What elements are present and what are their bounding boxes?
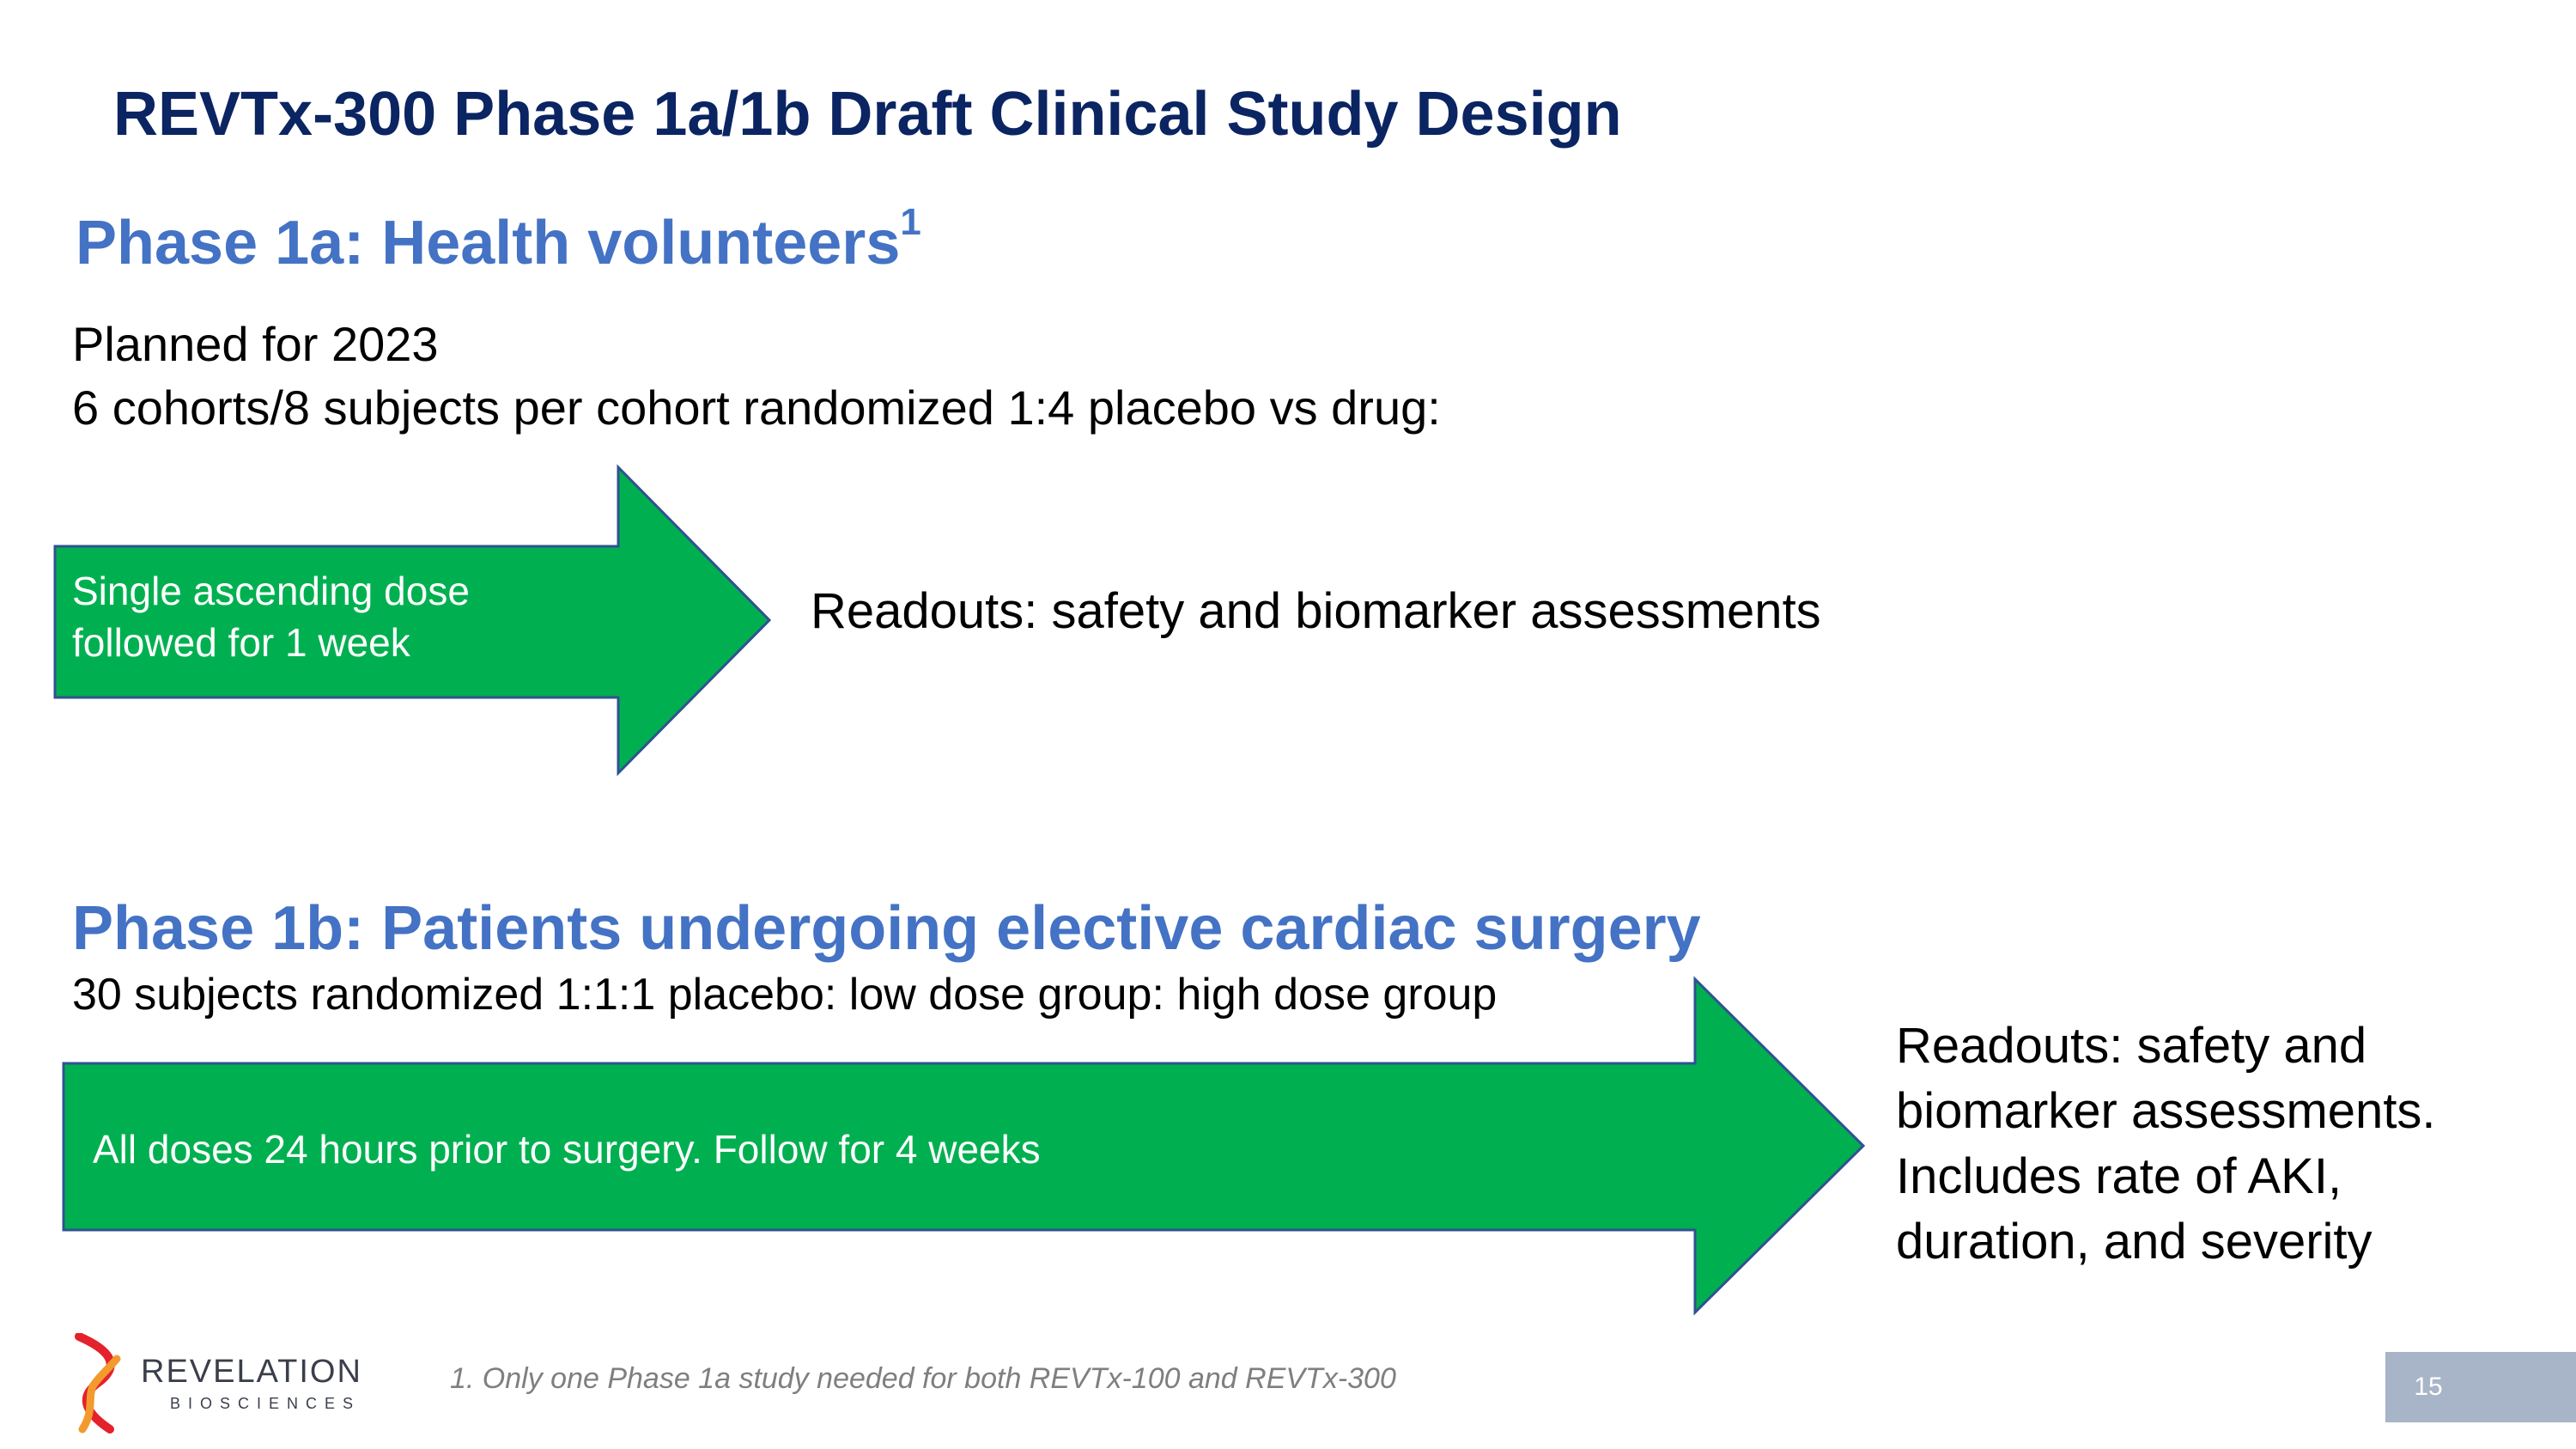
slide-title: REVTx-300 Phase 1a/1b Draft Clinical Stu… bbox=[113, 80, 1622, 149]
phase1a-heading-text: Phase 1a: Health volunteers bbox=[76, 209, 901, 277]
phase1b-arrow bbox=[62, 976, 1866, 1316]
phase1b-heading: Phase 1b: Patients undergoing elective c… bbox=[72, 894, 1701, 963]
phase1a-arrow-shape bbox=[53, 464, 772, 776]
logo-subtitle: BIOSCIENCES bbox=[170, 1395, 361, 1412]
phase1a-heading: Phase 1a: Health volunteers1 bbox=[76, 201, 921, 278]
phase1a-readout: Readouts: safety and biomarker assessmen… bbox=[811, 583, 1821, 639]
phase1a-arrow bbox=[53, 464, 772, 776]
phase1b-readout-line: Readouts: safety and bbox=[1896, 1018, 2367, 1074]
phase1b-arrow-shape bbox=[62, 976, 1866, 1316]
phase1a-arrow-line2: followed for 1 week bbox=[72, 620, 410, 665]
dna-helix-icon bbox=[75, 1333, 121, 1434]
phase1a-arrow-label: Single ascending dose followed for 1 wee… bbox=[72, 565, 470, 668]
phase1b-readout-line: biomarker assessments. bbox=[1896, 1083, 2436, 1139]
phase1a-planned: Planned for 2023 bbox=[72, 317, 439, 371]
logo-name: REVELATION bbox=[141, 1354, 362, 1390]
page-number: 15 bbox=[2414, 1373, 2443, 1401]
phase1b-subjects: 30 subjects randomized 1:1:1 placebo: lo… bbox=[72, 970, 1498, 1020]
phase1b-readout-line: duration, and severity bbox=[1896, 1214, 2372, 1269]
phase1b-readout: Readouts: safety and biomarker assessmen… bbox=[1896, 1014, 2549, 1275]
phase1b-readout-line: Includes rate of AKI, bbox=[1896, 1148, 2342, 1204]
phase1a-arrow-line1: Single ascending dose bbox=[72, 569, 470, 613]
phase1a-cohorts: 6 cohorts/8 subjects per cohort randomiz… bbox=[72, 381, 1441, 435]
page-number-box: 15 bbox=[2385, 1352, 2576, 1422]
footnote: 1. Only one Phase 1a study needed for bo… bbox=[450, 1362, 1396, 1395]
footnote-marker: 1 bbox=[900, 201, 921, 243]
company-logo: REVELATION BIOSCIENCES bbox=[72, 1333, 381, 1436]
phase1b-arrow-label: All doses 24 hours prior to surgery. Fol… bbox=[93, 1127, 1041, 1172]
